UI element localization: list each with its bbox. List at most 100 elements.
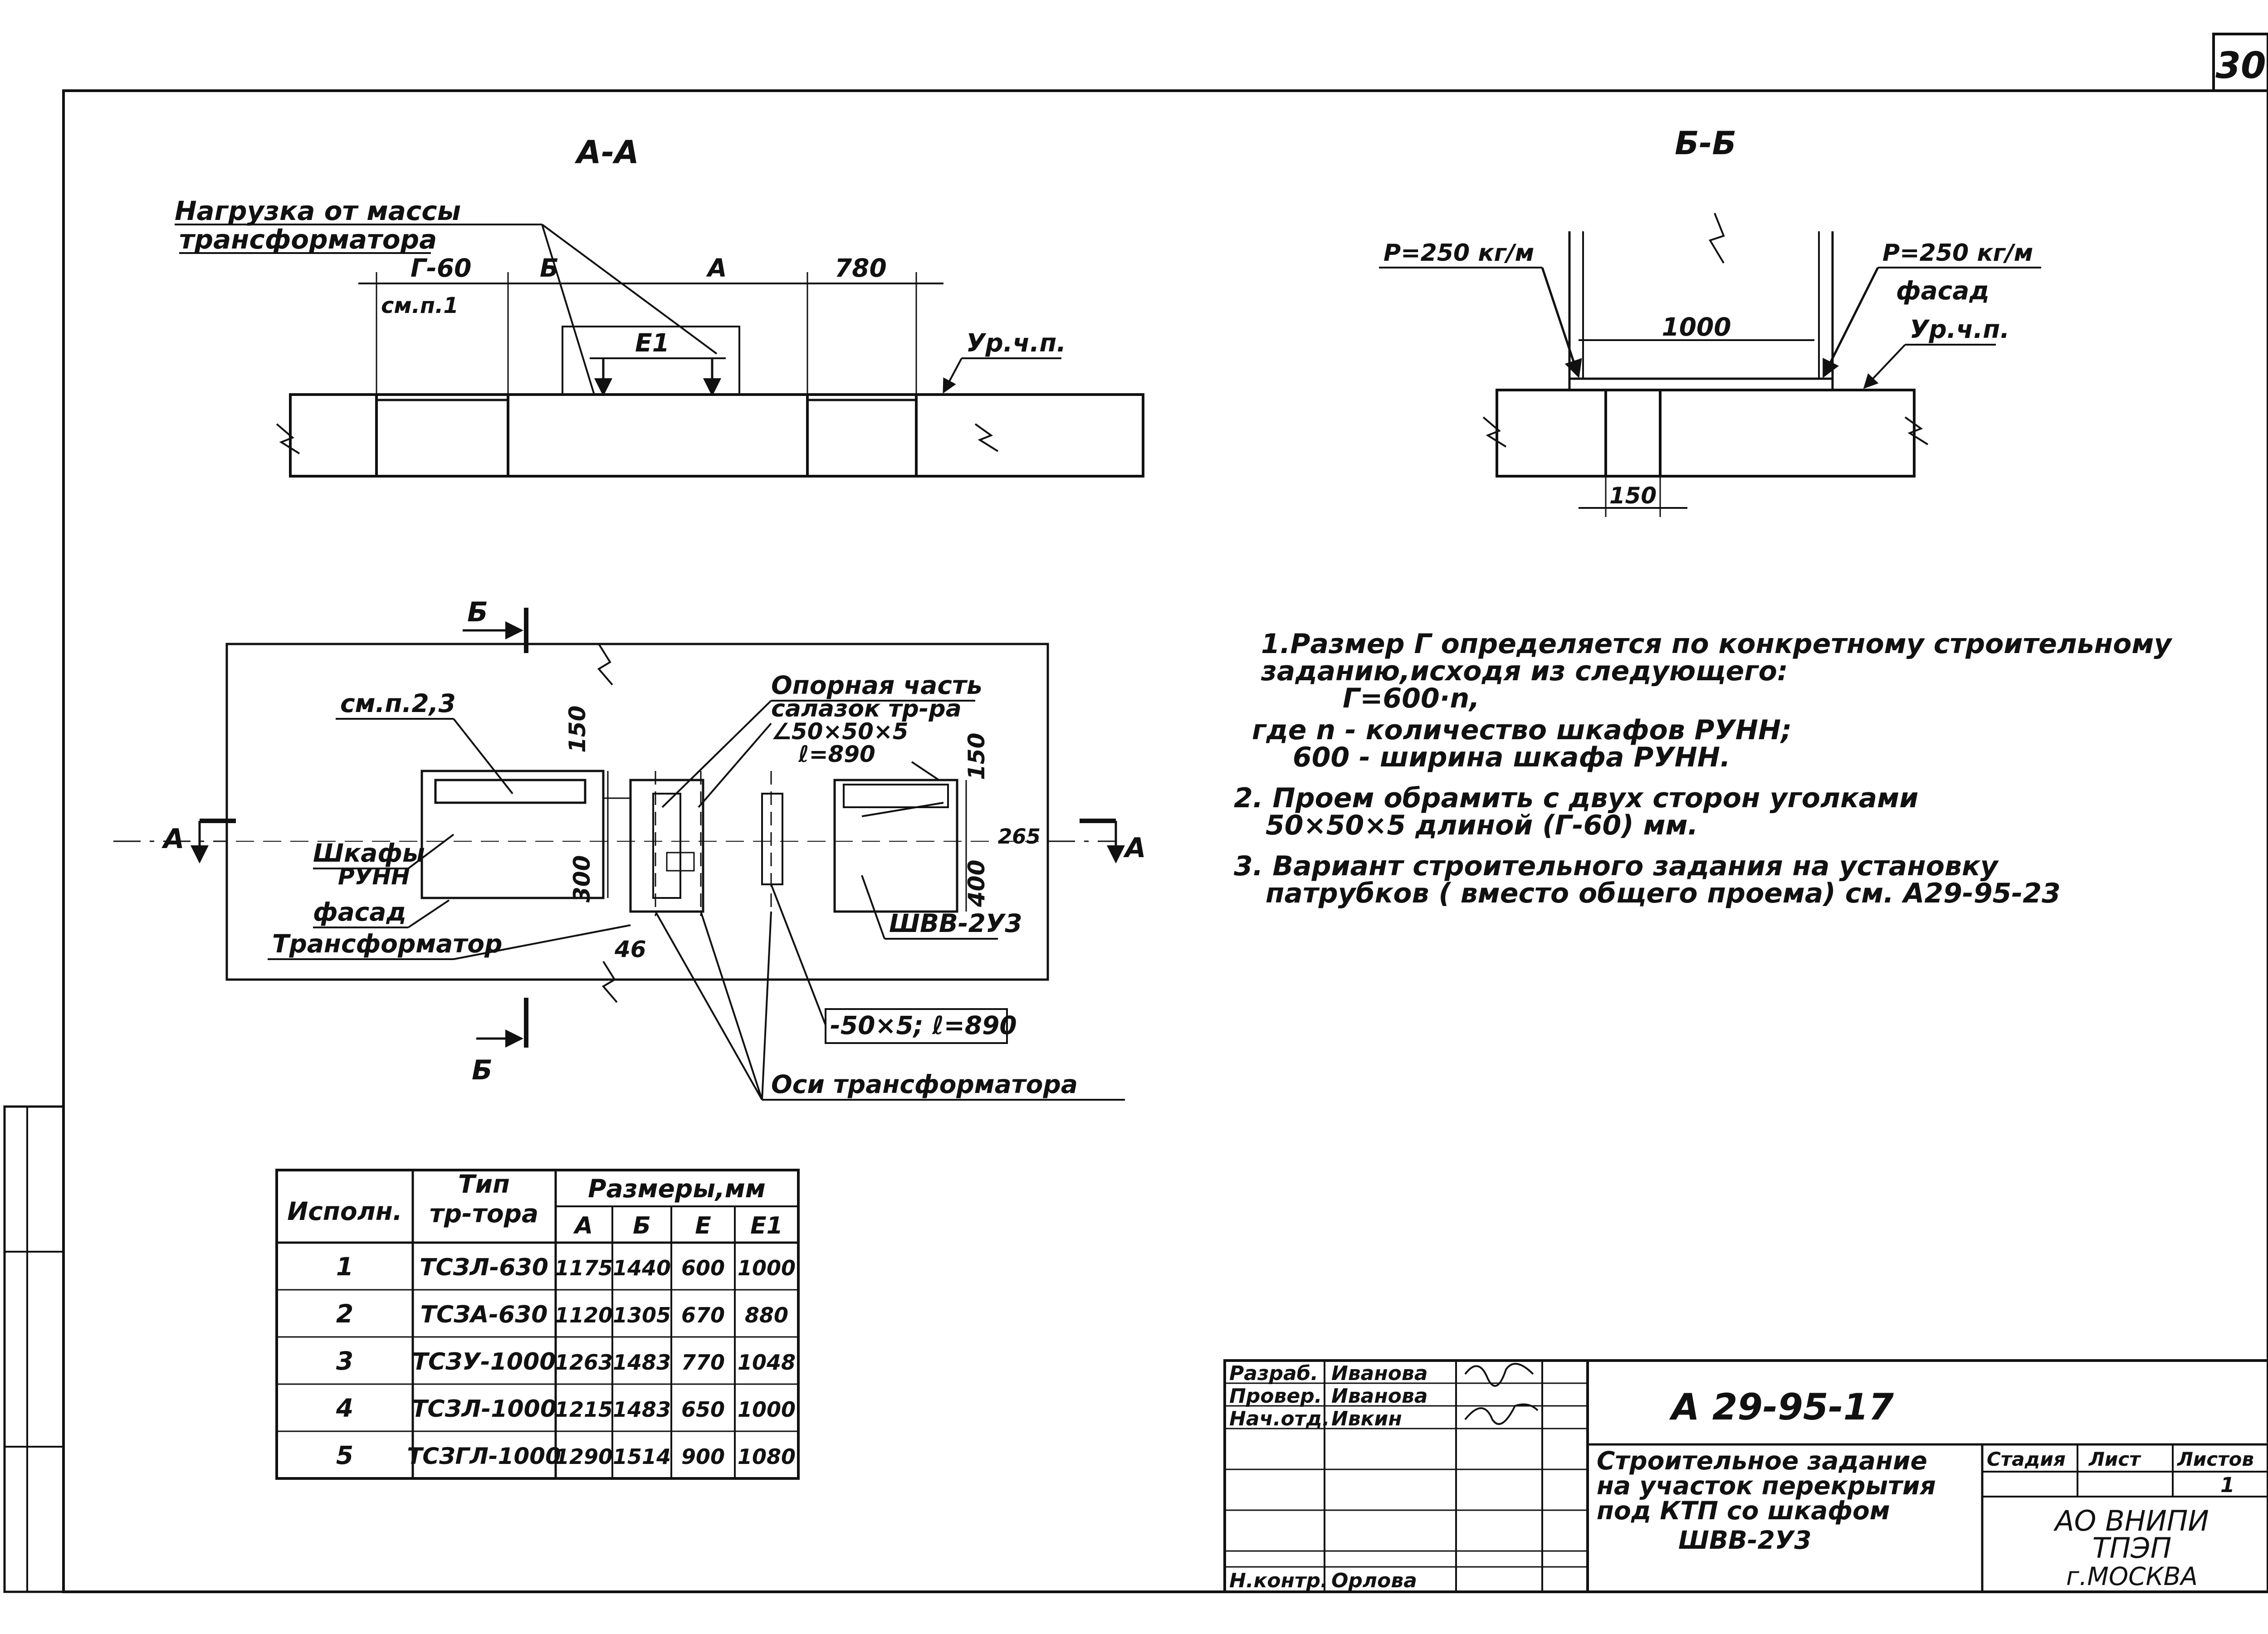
- cabinets-label-2: РУНН: [338, 863, 410, 890]
- description-line-1: Строительное задание: [1597, 1446, 1927, 1475]
- sizes-table: Исполн. Тип тр-тора Размеры,мм А Б Е Е1 …: [275, 1169, 800, 1480]
- table-cell: 880: [745, 1303, 788, 1327]
- dim-g60: Г-60: [411, 254, 471, 283]
- dim-e1: Е1: [635, 328, 670, 357]
- table-cell: 3: [336, 1346, 353, 1375]
- table-cell: 1305: [613, 1303, 671, 1327]
- table-cell: 900: [681, 1444, 725, 1469]
- tb-name-3: Ивкин: [1331, 1407, 1402, 1430]
- signature-2: [1464, 1403, 1539, 1425]
- description-line-3: под КТП со шкафом: [1597, 1496, 1890, 1525]
- description-line-4: ШВВ-2У3: [1678, 1526, 1812, 1555]
- cabinets-label-1: Шкафы: [313, 839, 425, 868]
- table-cell: 770: [681, 1350, 725, 1375]
- notes: 1.Размер Г определяется по конкретному с…: [1234, 628, 2173, 909]
- th-sizes: Размеры,мм: [588, 1174, 766, 1203]
- th-sub-a: А: [573, 1212, 593, 1239]
- sheets-label: Листов: [2176, 1448, 2254, 1470]
- th-type-2: тр-тора: [430, 1199, 538, 1228]
- axes-label: Оси трансформатора: [771, 1070, 1078, 1099]
- dim-a: А: [706, 254, 727, 283]
- sheet-frame: 30: [3, 33, 2268, 1593]
- note-line-5: 600 - ширина шкафа РУНН.: [1293, 741, 1730, 773]
- table-cell: 1514: [613, 1444, 671, 1469]
- table-cell: 1120: [555, 1303, 613, 1327]
- table-cell: 1290: [555, 1444, 613, 1469]
- cut-a-left: А: [161, 823, 184, 855]
- note-line-8: 3. Вариант строительного задания на уста…: [1234, 850, 1999, 882]
- stage-label: Стадия: [1987, 1448, 2066, 1470]
- note-line-7: 50×50×5 длиной (Г-60) мм.: [1266, 810, 1698, 841]
- table-cell: ТСЗГЛ-1000: [407, 1443, 561, 1469]
- dim-b: Б: [540, 254, 559, 283]
- strip-label: -50×5; ℓ=890: [830, 1011, 1017, 1040]
- floor-level-aa: Ур.ч.п.: [966, 328, 1066, 357]
- th-sub-e: Е: [695, 1212, 711, 1239]
- transformer-label: Трансформатор: [272, 929, 502, 958]
- th-type-1: Тип: [458, 1170, 510, 1199]
- tb-role-2: Провер.: [1229, 1385, 1322, 1408]
- table-cell: 1483: [613, 1397, 671, 1422]
- dim-150-plan-a: 150: [564, 706, 591, 753]
- table-cell: 1175: [555, 1256, 613, 1280]
- p-left: Р=250 кг/м: [1383, 239, 1534, 267]
- dim-780: 780: [835, 254, 887, 283]
- table-cell: 670: [681, 1303, 725, 1327]
- table-cell: 1215: [555, 1397, 613, 1422]
- table-cell: 1440: [613, 1256, 671, 1280]
- doc-code: А 29-95-17: [1669, 1386, 1894, 1428]
- dim-46: 46: [614, 936, 646, 962]
- table-cell: ТСЗЛ-630: [420, 1254, 548, 1281]
- support-label-1: Опорная часть: [771, 671, 982, 700]
- section-aa: А-А Нагрузка от массы трансформатора Е1 …: [175, 134, 1144, 478]
- see-p1: см.п.1: [381, 293, 459, 318]
- dim-400: 400: [963, 860, 990, 907]
- signature-1: [1464, 1363, 1534, 1387]
- tb-norm-name: Орлова: [1331, 1569, 1417, 1592]
- tb-name-1: Иванова: [1331, 1362, 1428, 1385]
- dim-1000: 1000: [1662, 312, 1731, 341]
- table-cell: 1080: [738, 1444, 796, 1469]
- note-line-1: 1.Размер Г определяется по конкретному с…: [1261, 628, 2173, 660]
- th-sub-b: Б: [633, 1212, 651, 1239]
- table-cell: 1: [336, 1252, 353, 1281]
- table-cell: ТСЗА-630: [420, 1301, 548, 1328]
- floor-level-bb: Ур.ч.п.: [1910, 315, 2009, 344]
- tb-role-1: Разраб.: [1229, 1362, 1318, 1385]
- title-block: Разраб. Иванова Провер. Иванова Нач.отд.…: [1223, 1359, 2268, 1593]
- support-label-3: ∠50×50×5: [771, 718, 909, 745]
- see-p23: см.п.2,3: [340, 689, 456, 718]
- table-cell: 4: [336, 1394, 353, 1423]
- table-cell: 600: [681, 1256, 725, 1280]
- table-cell: 5: [336, 1441, 353, 1470]
- table-cell: ТСЗЛ-1000: [411, 1395, 557, 1423]
- th-exec: Исполн.: [287, 1197, 402, 1226]
- th-sub-e1: Е1: [750, 1212, 783, 1239]
- tb-role-3: Нач.отд.: [1229, 1407, 1330, 1430]
- sheet-label: Лист: [2088, 1448, 2141, 1470]
- tb-norm-role: Н.контр.: [1229, 1569, 1328, 1592]
- note-line-6: 2. Проем обрамить с двух сторон уголками: [1234, 782, 1918, 814]
- org-line-2: ТПЭП: [2092, 1532, 2171, 1565]
- p-right: Р=250 кг/м: [1882, 239, 2033, 267]
- cut-a-right: А: [1123, 832, 1146, 864]
- note-line-2: заданию,исходя из следующего:: [1261, 655, 1788, 687]
- org-line-1: АО ВНИПИ: [2053, 1504, 2209, 1537]
- section-bb: Б-Б 1000 Р=250 кг/м Р=250 кг/м фасад Ур.…: [1379, 125, 2041, 517]
- dim-150-bb: 150: [1609, 483, 1657, 509]
- facade-plan: фасад: [313, 897, 406, 927]
- dim-265: 265: [998, 824, 1041, 849]
- dim-150-plan-b: 150: [963, 733, 990, 780]
- table-cell: 650: [681, 1397, 725, 1422]
- cabinet-wvv-label: ШВВ-2У3: [889, 909, 1022, 938]
- table-cell: 1048: [738, 1350, 796, 1375]
- section-bb-title: Б-Б: [1675, 125, 1736, 162]
- cut-b-bottom: Б: [472, 1054, 493, 1086]
- support-label-4: ℓ=890: [798, 741, 875, 767]
- note-line-9: патрубков ( вместо общего проема) см. А2…: [1266, 878, 2061, 909]
- plan-view: Б Б А А см.п.2,3 150 300 Шкафы РУНН фаса…: [113, 596, 1146, 1101]
- sheet-number: 30: [2215, 44, 2266, 87]
- table-cell: 1263: [555, 1350, 613, 1375]
- table-cell: 1483: [613, 1350, 671, 1375]
